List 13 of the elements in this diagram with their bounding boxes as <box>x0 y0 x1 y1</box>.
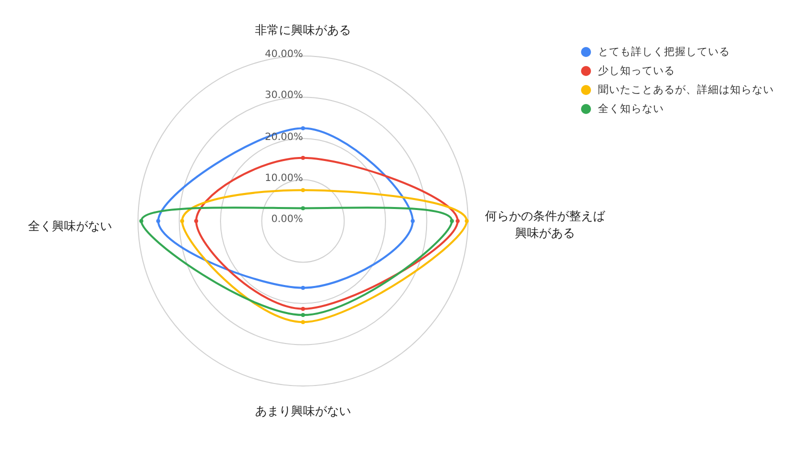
axis-label: 非常に興味がある <box>254 22 352 39</box>
axis-label: 全く興味がない <box>27 218 113 235</box>
tick-label: 40.00% <box>264 49 303 60</box>
axis-label: あまり興味がない <box>254 403 352 420</box>
axis-label: 何らかの条件が整えば興味がある <box>484 208 606 242</box>
tick-label: 30.00% <box>264 90 303 102</box>
tick-label: 0.00% <box>271 214 303 225</box>
legend-label: とても詳しく把握している <box>598 45 730 59</box>
tick-label: 20.00% <box>264 132 303 142</box>
legend-label: 少し知っている <box>598 64 675 78</box>
legend-label: 聞いたことあるが、詳細は知らない <box>598 83 774 97</box>
tick-label: 10.00% <box>264 172 303 184</box>
legend-label: 全く知らない <box>598 102 664 116</box>
